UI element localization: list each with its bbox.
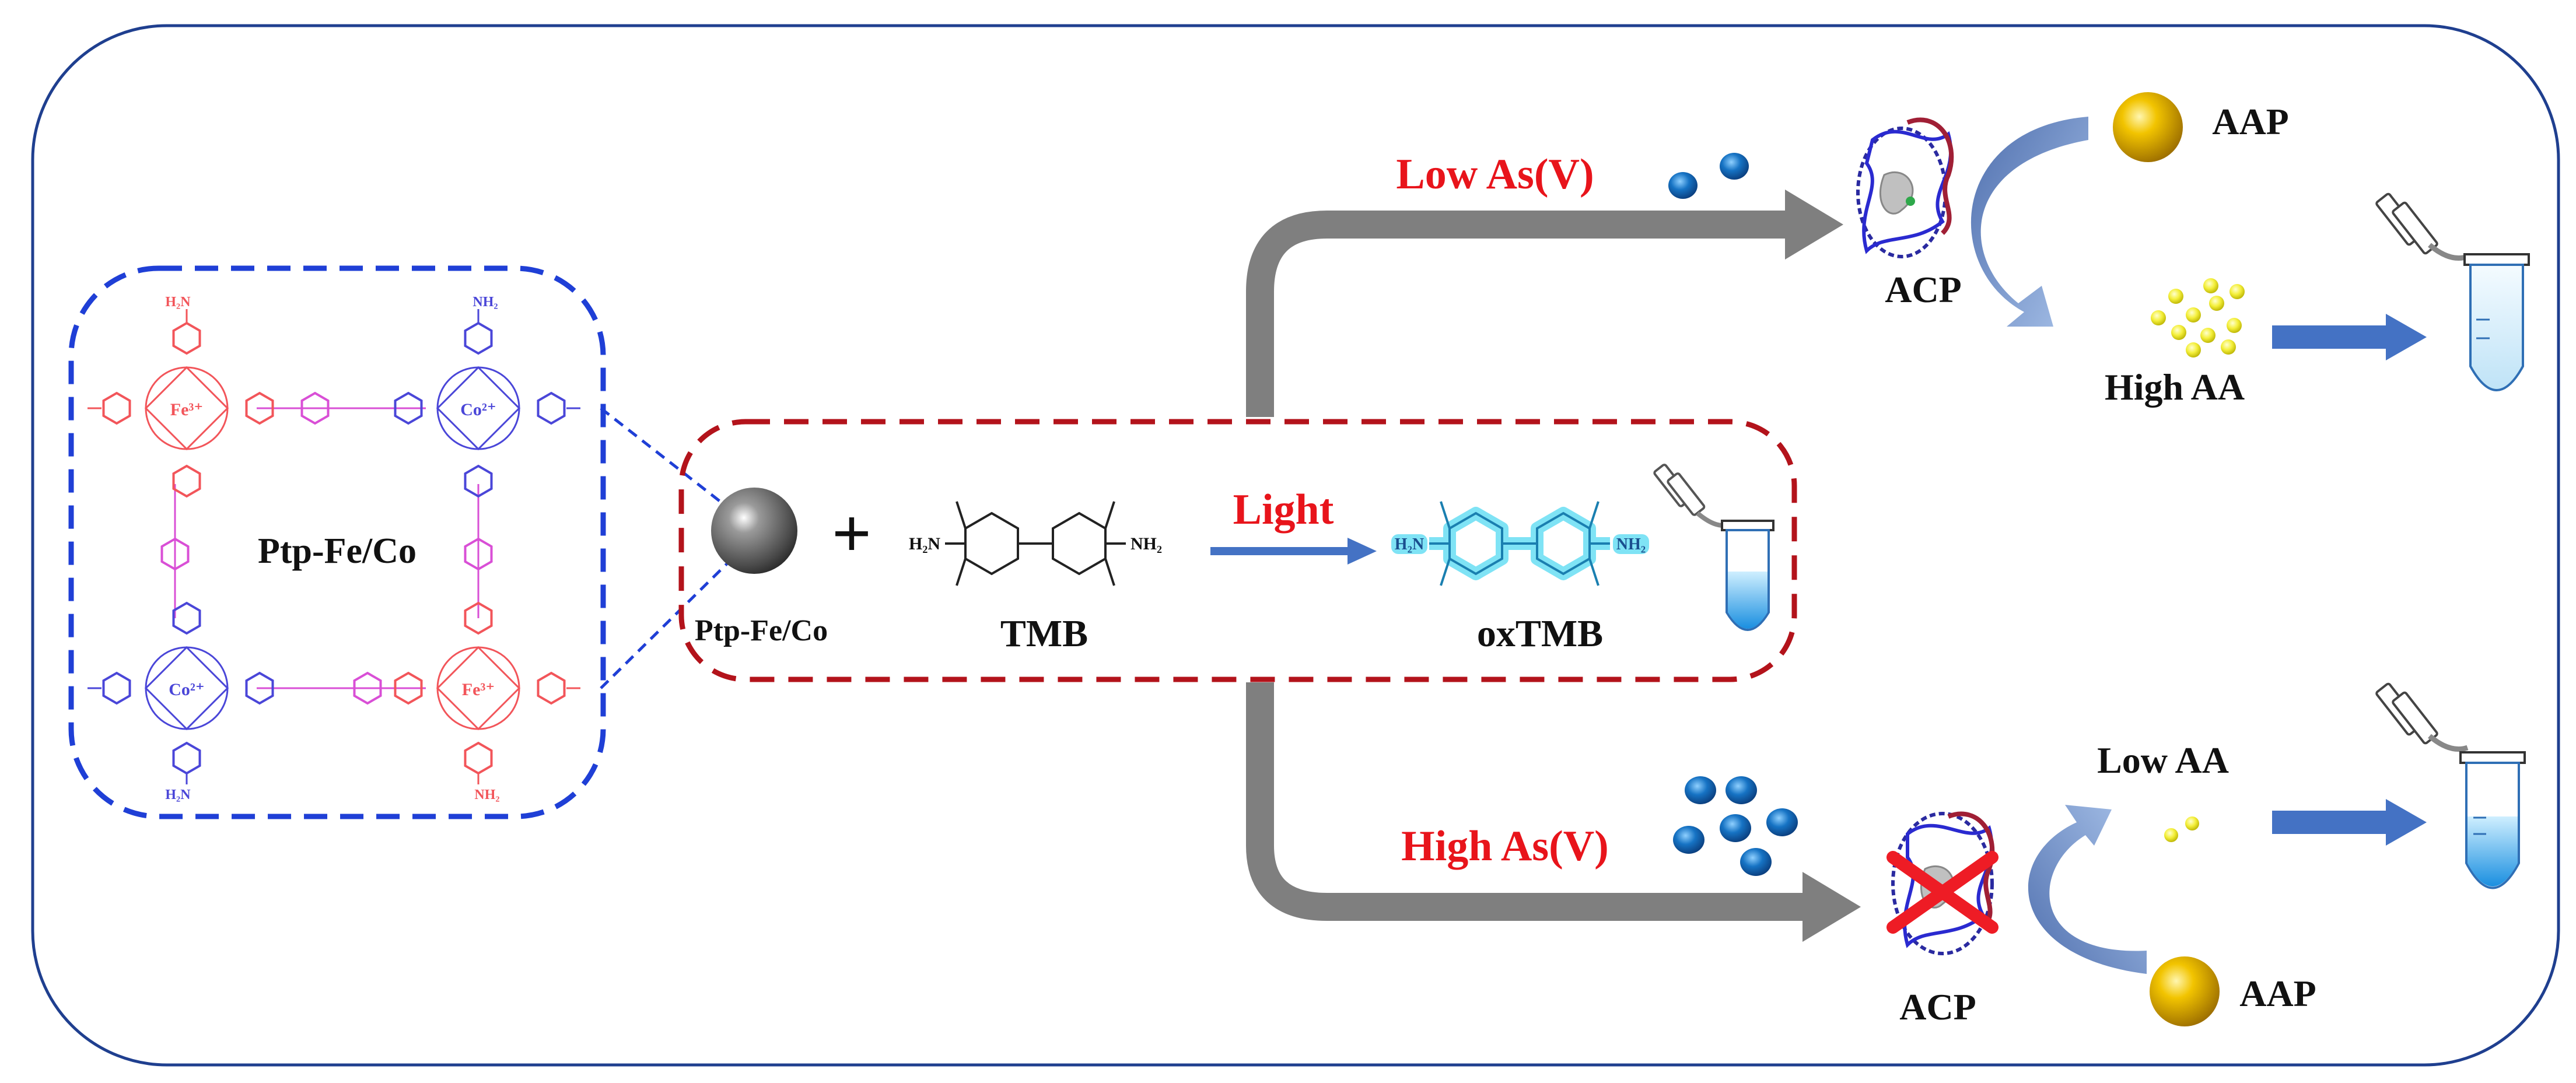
pipette-icon: [1653, 464, 1727, 528]
arsenate-ion-icon-bottom: [1673, 776, 1798, 876]
oxtmb-left-group: H₂N: [1395, 535, 1424, 553]
arsenate-ion-icon: [1668, 153, 1749, 199]
ascorbic-acid-dots-icon-top: [2151, 278, 2245, 358]
amine-label-top-left: H₂N: [165, 295, 191, 310]
high-aa-label: High AA: [2105, 366, 2245, 408]
porphyrin-fe-top-left: [88, 309, 274, 497]
tmb-molecule-icon: [945, 501, 1126, 586]
test-tube-icon-top: [2463, 253, 2530, 391]
high-asv-label: High As(V): [1401, 822, 1609, 870]
low-asv-label: Low As(V): [1396, 150, 1594, 198]
catalyst-label: Ptp-Fe/Co: [695, 614, 828, 647]
bottom-branch-arrow: [1246, 682, 1814, 921]
mof-label: Ptp-Fe/Co: [258, 531, 416, 571]
light-arrow-head: [1348, 538, 1377, 565]
reaction-panel: Ptp-Fe/Co + H₂N NH₂ TMB Light: [678, 419, 1797, 682]
tmb-left-group: H₂N: [909, 534, 940, 553]
metal-label-co-bottom-left: Co²⁺: [169, 680, 205, 699]
oxtmb-label: oxTMB: [1477, 612, 1603, 655]
test-tube-icon-bottom: [2459, 751, 2526, 889]
oxtmb-right-group: NH₂: [1616, 535, 1646, 553]
oxtmb-molecule-icon: [1391, 501, 1649, 586]
zoom-connector-bottom: [600, 556, 735, 689]
zoom-connector-top: [600, 407, 727, 507]
gold-sphere-icon-top: [2113, 92, 2183, 162]
top-branch-arrowhead: [1785, 190, 1843, 260]
pipette-icon-top: [2375, 192, 2469, 261]
enzyme-protein-icon: [1856, 117, 1954, 258]
aap-label-bottom: AAP: [2239, 973, 2316, 1014]
mof-dashed-box: [68, 265, 606, 819]
acp-label-bottom: ACP: [1899, 986, 1976, 1028]
ascorbic-acid-dots-icon-bottom: [2164, 816, 2199, 842]
porphyrin-co-top-right: [394, 309, 580, 497]
mof-linkers: [160, 392, 493, 705]
bottom-result-arrow-head: [2386, 799, 2427, 846]
tmb-right-group: NH₂: [1130, 534, 1162, 553]
amine-label-top-right: NH₂: [473, 295, 498, 310]
low-aa-label: Low AA: [2097, 739, 2229, 781]
porphyrin-co-bottom-left: [88, 602, 274, 784]
enzyme-protein-icon-bottom: [1891, 811, 1995, 955]
top-curved-arrow: [1971, 117, 2088, 327]
light-label: Light: [1233, 486, 1334, 534]
mof-structure-panel: Fe³⁺ H₂N Co²⁺ NH₂ Co²⁺ H₂N: [68, 265, 606, 819]
porphyrin-fe-bottom-right: [394, 602, 580, 784]
metal-label-fe-bottom-right: Fe³⁺: [462, 680, 495, 699]
metal-label-fe-top-left: Fe³⁺: [170, 400, 203, 419]
amine-label-bottom-left: H₂N: [165, 787, 191, 802]
gold-sphere-icon-bottom: [2150, 956, 2220, 1026]
bottom-curved-arrow: [2028, 805, 2147, 974]
outer-frame: [31, 24, 2560, 1067]
bottom-branch-arrowhead: [1803, 872, 1861, 942]
amine-label-bottom-right: NH₂: [474, 787, 499, 802]
inhibition-cross-icon: [1887, 851, 1999, 934]
pipette-icon-bottom: [2375, 682, 2469, 752]
plus-sign: +: [832, 495, 872, 572]
top-branch-arrow: [1246, 211, 1797, 417]
acp-label-top: ACP: [1885, 269, 1962, 310]
test-tube-icon: [1721, 520, 1774, 631]
metal-label-co-top-right: Co²⁺: [460, 400, 496, 419]
top-result-arrow-head: [2386, 314, 2427, 360]
aap-label-top: AAP: [2212, 101, 2289, 142]
tmb-label: TMB: [1000, 612, 1088, 655]
reaction-dashed-box: [678, 419, 1797, 682]
catalyst-sphere-icon: [711, 488, 797, 574]
